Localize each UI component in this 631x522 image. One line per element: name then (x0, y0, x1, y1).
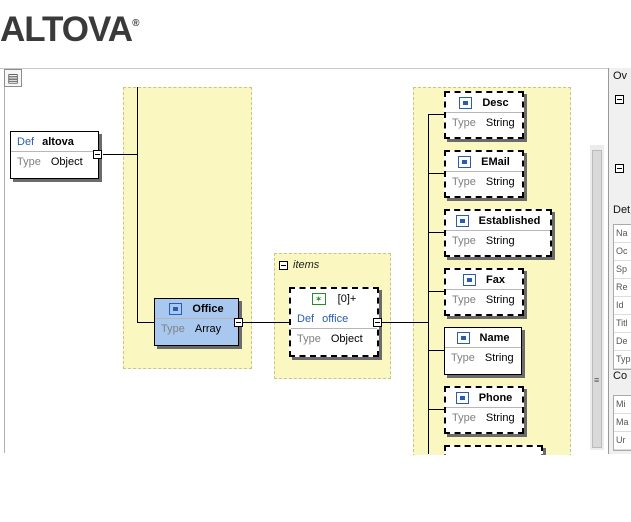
office-node-name: Office (192, 302, 224, 315)
property-name: EMail (481, 155, 510, 168)
property-type: String (485, 235, 515, 247)
root-collapse-icon[interactable] (93, 150, 102, 159)
overview-collapse-icon[interactable] (615, 95, 624, 104)
type-keyword: Type (452, 412, 476, 424)
root-definition-node[interactable]: Def altova Type Object (10, 131, 99, 179)
details-row-label: Typ (614, 351, 631, 369)
overview-panel-title[interactable]: Ov (613, 70, 628, 82)
property-node-desc[interactable]: Desc Type String (444, 91, 524, 139)
property-icon (456, 331, 470, 344)
type-keyword: Type (297, 333, 321, 345)
property-type: String (485, 117, 515, 129)
property-icon (458, 155, 472, 168)
connector (382, 322, 428, 323)
details-row-label: Oc (614, 243, 631, 261)
connector (243, 322, 291, 323)
type-keyword: Type (452, 117, 476, 129)
details-row-label: Id (614, 297, 631, 315)
details-row-label: Na (614, 225, 631, 243)
property-node-partial[interactable] (444, 445, 543, 455)
connector (428, 350, 444, 351)
connector (428, 114, 429, 454)
constraint-row-label: Mi (614, 396, 631, 414)
constraints-panel-title[interactable]: Co (613, 370, 628, 382)
registered-mark: ® (132, 18, 139, 29)
array-item-collapse-icon[interactable] (373, 318, 382, 327)
office-array-node[interactable]: Office Type Array (154, 298, 239, 346)
def-keyword: Def (17, 135, 35, 148)
type-keyword: Type (161, 323, 185, 335)
type-keyword: Type (452, 294, 476, 306)
connector (137, 322, 154, 323)
property-type: String (485, 294, 515, 306)
array-item-index: [0]+ (337, 293, 357, 305)
splitter-grip-icon[interactable]: ≡ (594, 375, 600, 385)
canvas-left-ruler (0, 87, 5, 453)
property-name: Fax (486, 273, 505, 286)
def-keyword: Def (297, 312, 315, 325)
connector (428, 409, 444, 410)
property-name: Name (479, 331, 510, 344)
constraint-row-label: Ma (614, 414, 631, 432)
view-toggle-icon[interactable]: ▤ (4, 69, 22, 87)
property-name: Desc (482, 96, 509, 109)
type-keyword: Type (451, 352, 475, 364)
property-node-fax[interactable]: Fax Type String (444, 268, 524, 316)
office-collapse-icon[interactable] (234, 318, 243, 327)
array-item-icon: ✶ (311, 293, 326, 305)
details-row-label: Re (614, 279, 631, 297)
connector (428, 173, 444, 174)
property-type: String (484, 352, 514, 364)
items-collapse-icon[interactable] (279, 261, 288, 270)
property-icon (455, 214, 469, 227)
array-item-type: Object (330, 333, 363, 345)
property-node-email[interactable]: EMail Type String (444, 150, 524, 198)
property-node-phone[interactable]: Phone Type String (444, 386, 524, 434)
root-node-name: altova (42, 135, 74, 148)
side-panels: Ov Det Na Oc Sp Re Id Titl De Typ Co Mi … (608, 68, 631, 454)
property-node-name[interactable]: Name Type String (444, 327, 522, 375)
altova-logo: ALTOVA® (0, 10, 140, 50)
connector (428, 291, 444, 292)
type-keyword: Type (452, 235, 476, 247)
connector (428, 114, 444, 115)
details-grid: Na Oc Sp Re Id Titl De Typ (613, 224, 631, 370)
details-row-label: Titl (614, 315, 631, 333)
constraint-row-label: Ur (614, 432, 631, 450)
property-icon (459, 96, 473, 109)
array-item-node[interactable]: ✶ [0]+ Def office Type Object (289, 287, 379, 357)
details-panel-title[interactable]: Det (613, 204, 631, 216)
type-keyword: Type (452, 176, 476, 188)
vertical-scrollbar-thumb[interactable] (592, 150, 602, 448)
property-icon (169, 302, 183, 315)
items-group-label: items (293, 259, 320, 271)
property-type: String (485, 412, 515, 424)
property-node-established[interactable]: Established Type String (444, 209, 552, 257)
property-name: Established (478, 214, 541, 227)
details-row-label: De (614, 333, 631, 351)
connector (428, 232, 444, 233)
property-type: String (485, 176, 515, 188)
property-name: Phone (478, 391, 513, 404)
property-icon (455, 391, 469, 404)
array-item-name: office (322, 312, 349, 325)
constraints-grid: Mi Ma Ur (613, 395, 631, 451)
connector (103, 154, 138, 155)
connector (137, 87, 138, 323)
type-keyword: Type (17, 156, 41, 168)
overview-collapse-icon[interactable] (615, 164, 624, 173)
property-icon (463, 273, 477, 286)
logo-text: ALTOVA (0, 10, 133, 49)
office-node-type: Array (194, 323, 222, 335)
details-row-label: Sp (614, 261, 631, 279)
root-node-type: Object (50, 156, 83, 168)
